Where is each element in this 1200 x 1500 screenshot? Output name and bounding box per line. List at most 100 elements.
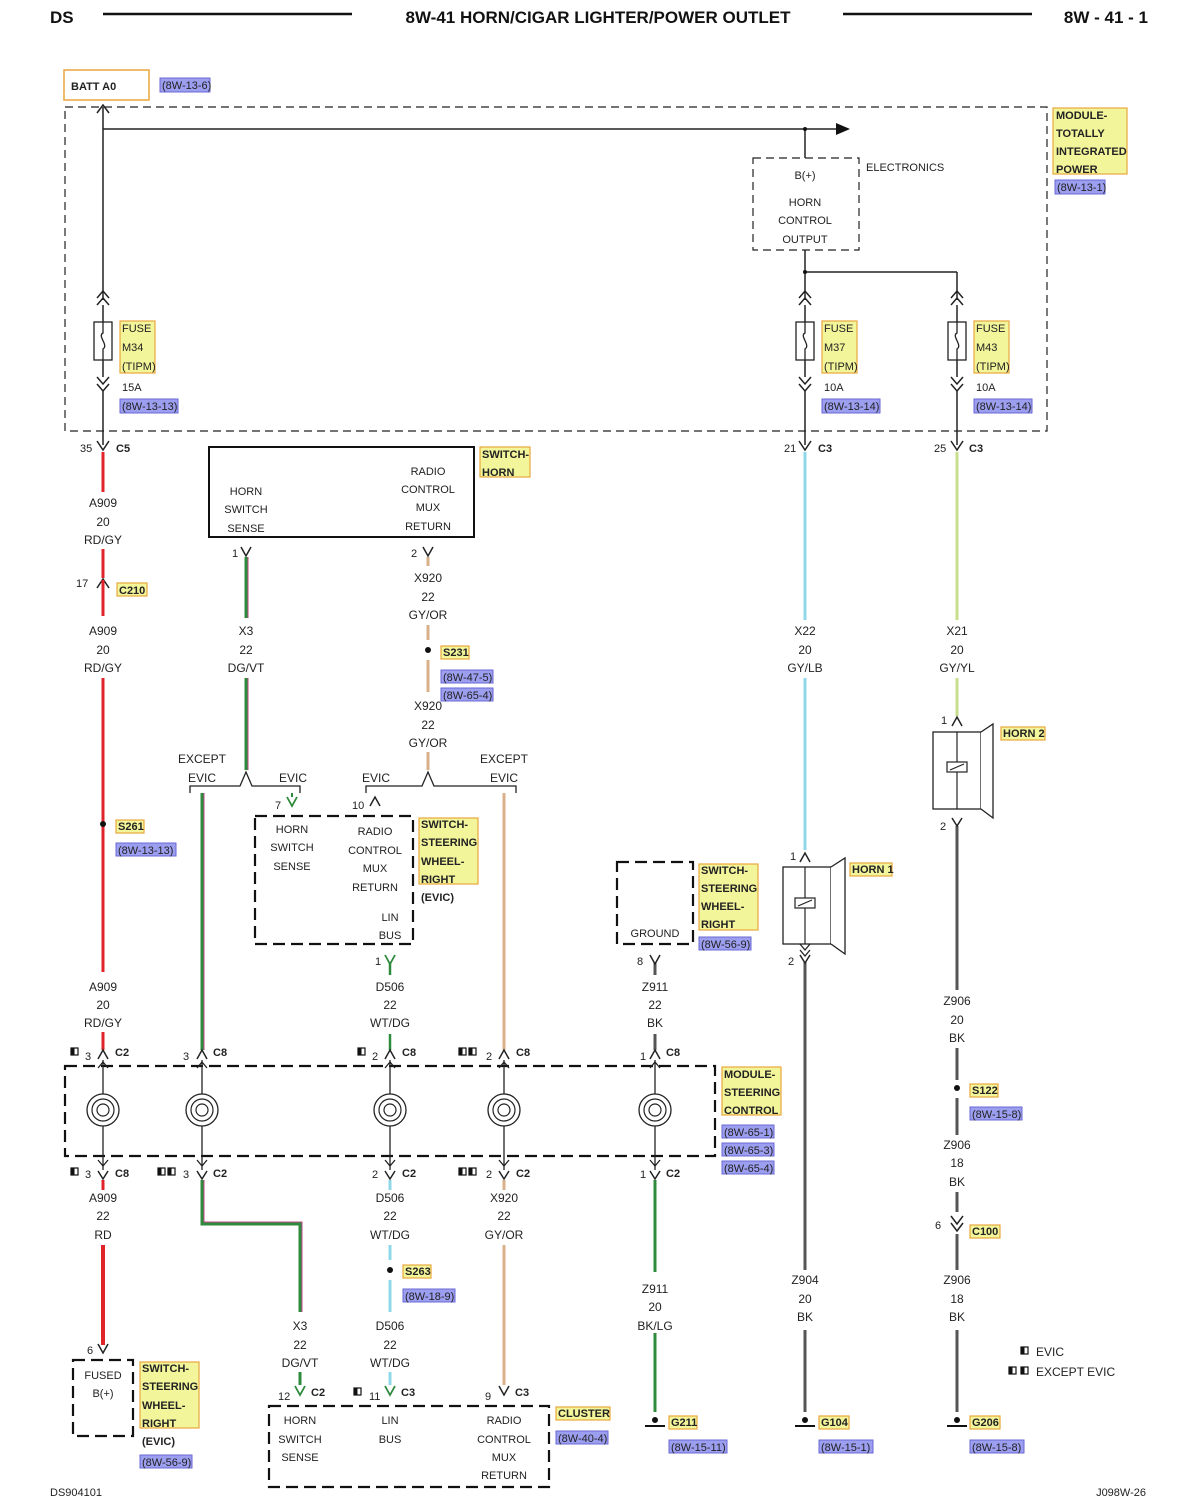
msc-bottom-connectors: 3 C8 3 C2 2 C2 2 C2 1 C2 <box>70 1167 680 1181</box>
c5-pin: 35 <box>80 443 92 455</box>
tipm-name-2: TOTALLY <box>1056 128 1105 140</box>
c5-name: C5 <box>116 443 130 455</box>
msc-top-2-pin: 3 <box>183 1051 189 1063</box>
msc-top-5-pin: 1 <box>640 1051 646 1063</box>
tipm-module: MODULE- TOTALLY INTEGRATED POWER (8W-13-… <box>64 103 1128 445</box>
z911-a-color: BK <box>647 1016 663 1030</box>
msc-bot-4-conn: C2 <box>516 1168 530 1180</box>
x3-top-color: DG/VT <box>228 661 265 675</box>
switch-horn-pin2: 2 <box>411 548 417 560</box>
msc-ref-2: (8W-65-3) <box>724 1145 773 1157</box>
a909-top-id: A909 <box>89 496 117 510</box>
msc-name-1: MODULE- <box>724 1069 776 1081</box>
z911-b-color: BK/LG <box>637 1319 672 1333</box>
swr-fused-inner-1: FUSED <box>84 1370 121 1382</box>
a909-top-gauge: 20 <box>96 515 110 529</box>
footer: DS904101 J098W-26 <box>50 1487 1146 1499</box>
header-left: DS <box>50 8 74 27</box>
switch-horn-left-2: SWITCH <box>224 504 267 516</box>
swr-ground-name-3: WHEEL- <box>701 901 745 913</box>
x3-top-id: X3 <box>239 624 254 638</box>
header-right: 8W - 41 - 1 <box>1064 8 1148 27</box>
d506-a-id: D506 <box>376 980 405 994</box>
horn-ctrl-line-2: HORN <box>789 197 821 209</box>
c210-name: C210 <box>119 585 145 597</box>
clockspring-1 <box>86 1048 120 1181</box>
branch-labels: EXCEPT EVIC EVIC EVIC EXCEPT EVIC <box>178 752 529 785</box>
z904-id: Z904 <box>791 1273 819 1287</box>
x920-b-color: GY/OR <box>409 736 448 750</box>
swr-ground-name-2: STEERING <box>701 883 757 895</box>
msc-bot-3-pin: 2 <box>372 1169 378 1181</box>
switch-horn-right-3: MUX <box>416 502 441 514</box>
d506-b-gauge: 22 <box>383 1209 397 1223</box>
switch-horn-right-1: RADIO <box>411 466 446 478</box>
legend: EVIC EXCEPT EVIC <box>1008 1345 1115 1379</box>
d506-b-color: WT/DG <box>370 1228 410 1242</box>
tipm-name-1: MODULE- <box>1056 110 1108 122</box>
z906-b-color: BK <box>949 1175 965 1189</box>
x920-a-color: GY/OR <box>409 608 448 622</box>
batt-a0: BATT A0 (8W-13-6) <box>63 69 211 101</box>
switch-steering-wheel-evic: 7 10 HORN SWITCH SENSE RADIO CONTROL MUX… <box>253 793 479 968</box>
horn1-pin2: 2 <box>788 956 794 968</box>
a909-low-color: RD/GY <box>84 1016 122 1030</box>
switch-horn-name-1: SWITCH- <box>482 449 529 461</box>
g104-name: G104 <box>821 1417 849 1429</box>
s263-ref: (8W-18-9) <box>405 1291 454 1303</box>
switch-steering-wheel-ground: GROUND SWITCH- STEERING WHEEL- RIGHT (8W… <box>615 860 759 968</box>
fuse-m34: FUSE M34 (TIPM) 15A (8W-13-13) <box>93 289 179 445</box>
swr-fused-pin: 6 <box>87 1345 93 1357</box>
ground-g211: G211 (8W-15-11) <box>645 1415 728 1454</box>
cluster-pin-2: 11 <box>369 1391 380 1403</box>
fuse-m37-amps: 10A <box>824 382 844 394</box>
x920-a-gauge: 22 <box>421 590 435 604</box>
cluster: 12 C2 11 C3 9 C3 HORN SWITCH SENSE LIN B… <box>267 1385 611 1489</box>
cluster-pin-1: 12 <box>278 1391 290 1403</box>
tipm-name-4: POWER <box>1056 164 1098 176</box>
switch-horn: SWITCH- HORN HORN SWITCH SENSE RADIO CON… <box>208 446 531 560</box>
msc-top-connectors: 3 C2 3 C8 2 C8 2 C8 1 C8 <box>70 1047 680 1063</box>
cluster-col3-2: CONTROL <box>477 1434 531 1446</box>
a909-bot-color: RD <box>94 1228 112 1242</box>
fuse-m43-line-2: M43 <box>976 342 997 354</box>
fuse-m34-line-2: M34 <box>122 342 143 354</box>
clockspring-5 <box>638 1048 672 1181</box>
switch-horn-right-2: CONTROL <box>401 484 455 496</box>
x3-bot-gauge: 22 <box>293 1338 307 1352</box>
s261-name: S261 <box>118 821 144 833</box>
module-steering-control: MODULE- STEERING CONTROL (8W-65-1) (8W-6… <box>63 1047 782 1181</box>
c100-connector: 6 C100 <box>935 1215 1001 1239</box>
g211-name: G211 <box>671 1417 697 1429</box>
z911-a-id: Z911 <box>642 980 669 994</box>
except-evic-right-2: EVIC <box>490 771 518 785</box>
s231-name: S231 <box>443 647 469 659</box>
x22-id: X22 <box>794 624 816 638</box>
z906-a-gauge: 20 <box>950 1013 964 1027</box>
msc-bot-5-conn: C2 <box>666 1168 680 1180</box>
cluster-conn-2: C3 <box>401 1387 415 1399</box>
cluster-col2-1: LIN <box>381 1415 398 1427</box>
legend-except-evic: EXCEPT EVIC <box>1036 1365 1115 1379</box>
splice-s263: S263 (8W-18-9) <box>387 1264 456 1303</box>
fuse-m37-ref: (8W-13-14) <box>824 401 879 413</box>
msc-ref-3: (8W-65-4) <box>724 1163 773 1175</box>
fuse-m34-line-3: (TIPM) <box>122 361 156 373</box>
fuse-m43-line-1: FUSE <box>976 323 1005 335</box>
g206-ref: (8W-15-8) <box>972 1442 1021 1454</box>
fuse-m43-line-3: (TIPM) <box>976 361 1010 373</box>
s261-ref: (8W-13-13) <box>118 845 173 857</box>
cluster-name: CLUSTER <box>558 1408 610 1420</box>
swr-evic-pin10: 10 <box>352 800 364 812</box>
z906-a-color: BK <box>949 1031 965 1045</box>
swr-evic-left-2: SWITCH <box>270 842 313 854</box>
swr-evic-name-4: RIGHT <box>421 874 456 886</box>
s263-name: S263 <box>405 1266 431 1278</box>
horn-2: 1 2 HORN 2 <box>932 715 1046 833</box>
s122-name: S122 <box>972 1085 998 1097</box>
msc-name-3: CONTROL <box>724 1105 779 1117</box>
cluster-col3-3: MUX <box>492 1452 517 1464</box>
x920-c-color: GY/OR <box>485 1228 524 1242</box>
fuse-m37: FUSE M37 (TIPM) 10A (8W-13-14) <box>795 289 881 445</box>
z904-gauge: 20 <box>798 1292 812 1306</box>
